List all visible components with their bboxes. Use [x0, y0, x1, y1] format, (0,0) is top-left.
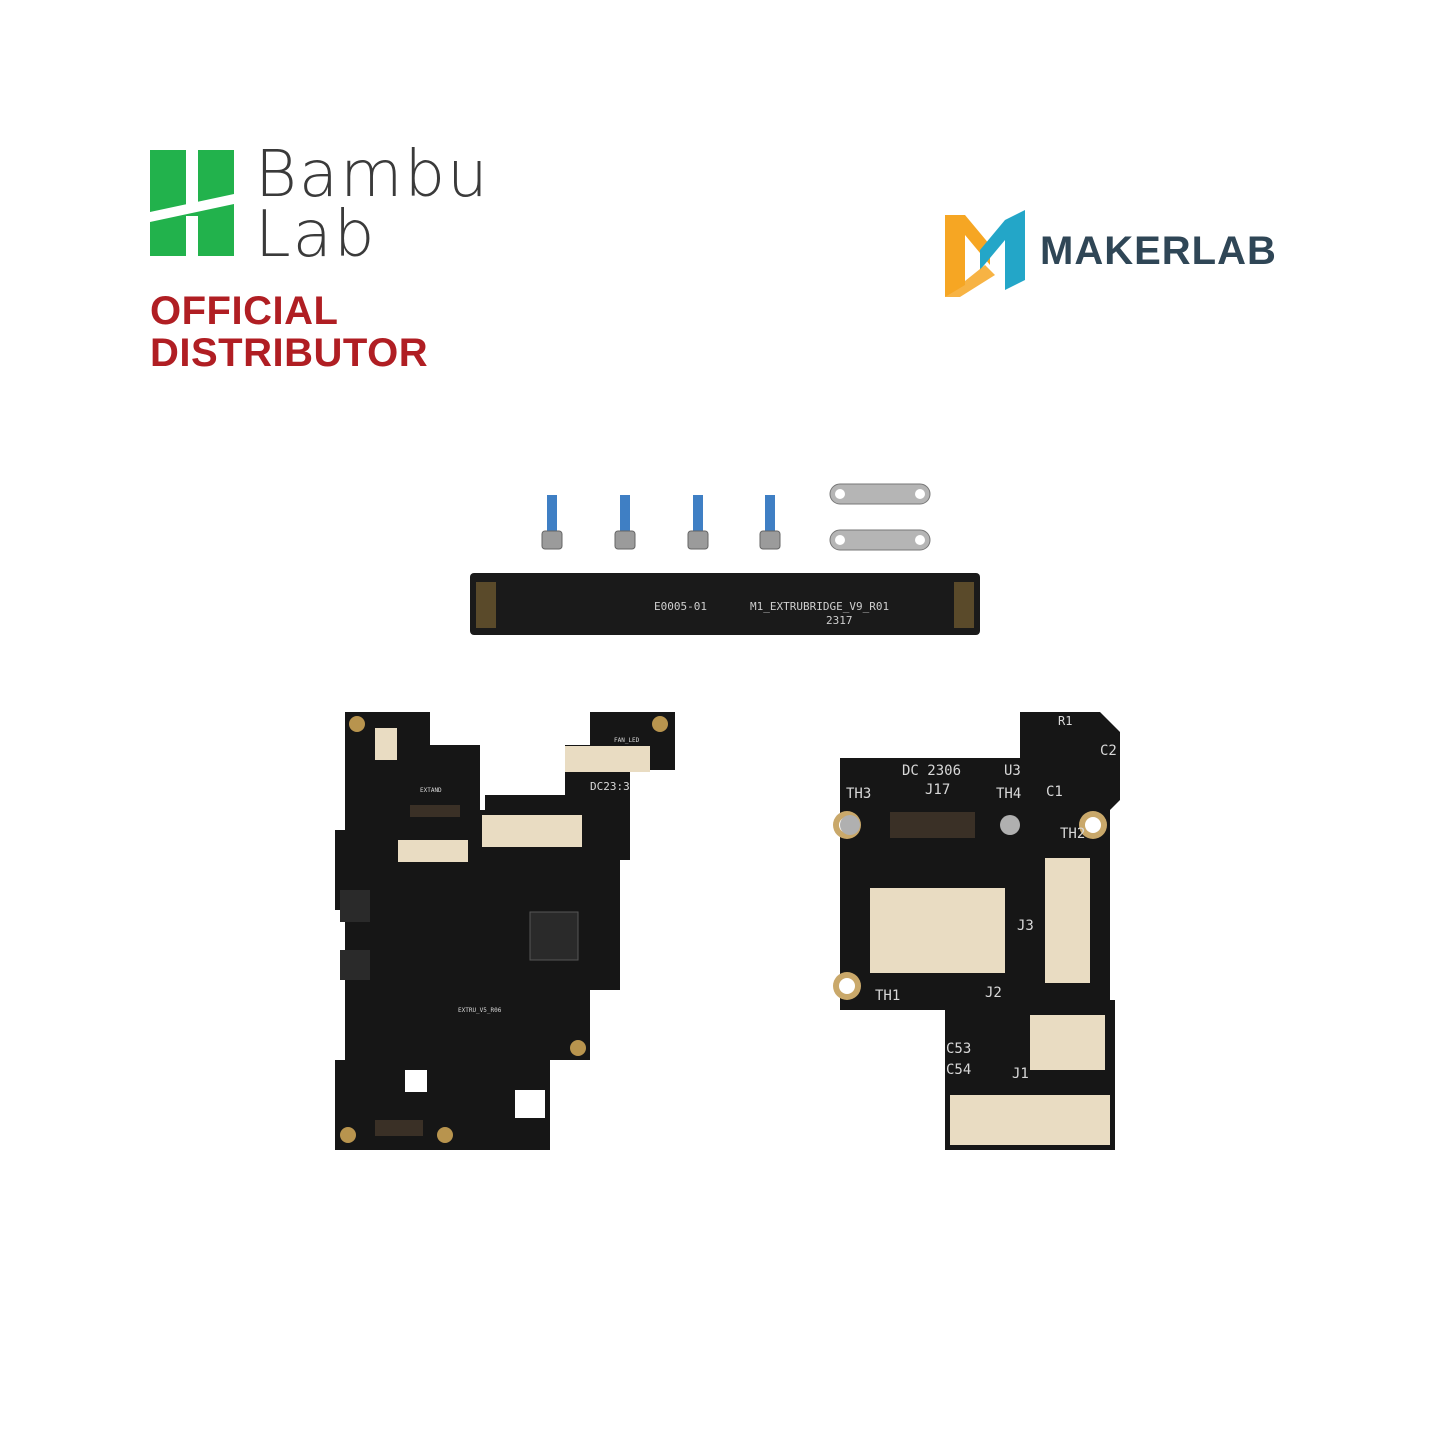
right-pcb-silk-c54: C54	[946, 1062, 971, 1078]
right-pcb-silk-j3: J3	[1017, 918, 1034, 934]
right-pcb-silk-j1: J1	[1012, 1066, 1029, 1082]
bracket-icon	[829, 483, 931, 505]
flex-part-code: E0005-01	[654, 600, 707, 613]
flex-date-code: 2317	[826, 614, 853, 627]
right-pcb-silk-c1: C1	[1046, 784, 1063, 800]
screw-icon	[687, 495, 709, 550]
tagline-line-2: DISTRIBUTOR	[150, 331, 429, 375]
product-photo: E0005-01 M1_EXTRUBRIDGE_V9_R01 2317 DC23…	[335, 483, 1120, 1150]
right-pcb-silk-th4: TH4	[996, 786, 1021, 802]
makerlab-logo-icon	[945, 210, 1025, 297]
right-pcb-silk-u3: U3	[1004, 763, 1021, 779]
left-pcb-silk-board: EXTRU_V5_R06	[458, 1007, 502, 1014]
screw-icon	[759, 495, 781, 550]
left-pcb-silk-fan: FAN_LED	[614, 737, 640, 744]
bracket-set	[829, 483, 931, 551]
wordmark-line-2: Lab	[255, 198, 377, 272]
wordmark-line-1: Bambu	[255, 138, 490, 212]
right-pcb-silk-c53: C53	[946, 1041, 971, 1057]
official-distributor-tagline: OFFICIAL DISTRIBUTOR	[150, 290, 428, 374]
tagline-line-1: OFFICIAL	[150, 289, 339, 333]
left-pcb-silk-extand: EXTAND	[420, 787, 442, 794]
right-pcb-silk-j17: J17	[925, 782, 950, 798]
right-pcb-silk-dc: DC 2306	[902, 763, 961, 779]
left-pcb-board: DC23:3 FAN_LED EXTAND EXTRU_V5_R06	[335, 712, 675, 1150]
right-pcb-silk-th1: TH1	[875, 988, 900, 1004]
makerlab-wordmark: MAKERLAB	[1040, 229, 1277, 273]
screw-icon	[614, 495, 636, 550]
right-pcb-silk-j2: J2	[985, 985, 1002, 1001]
bracket-icon	[829, 529, 931, 551]
right-pcb-silk-th3: TH3	[846, 786, 871, 802]
right-pcb-silk-r1: R1	[1058, 714, 1072, 728]
bambu-lab-wordmark: Bambu Lab	[255, 138, 535, 272]
right-pcb-silk-c2: C2	[1100, 743, 1117, 759]
screw-icon	[541, 495, 563, 550]
right-pcb-board: DC 2306 TH3 J17 TH4 U3 C1 C2 R1 TH2 J3 T…	[833, 712, 1120, 1150]
flex-board-name: M1_EXTRUBRIDGE_V9_R01	[750, 600, 889, 613]
screw-set	[541, 495, 781, 550]
bambu-lab-logo-icon	[150, 150, 234, 256]
left-pcb-silk-dc: DC23:3	[590, 780, 630, 793]
flex-cable: E0005-01 M1_EXTRUBRIDGE_V9_R01 2317	[470, 573, 980, 635]
right-pcb-silk-th2: TH2	[1060, 826, 1085, 842]
